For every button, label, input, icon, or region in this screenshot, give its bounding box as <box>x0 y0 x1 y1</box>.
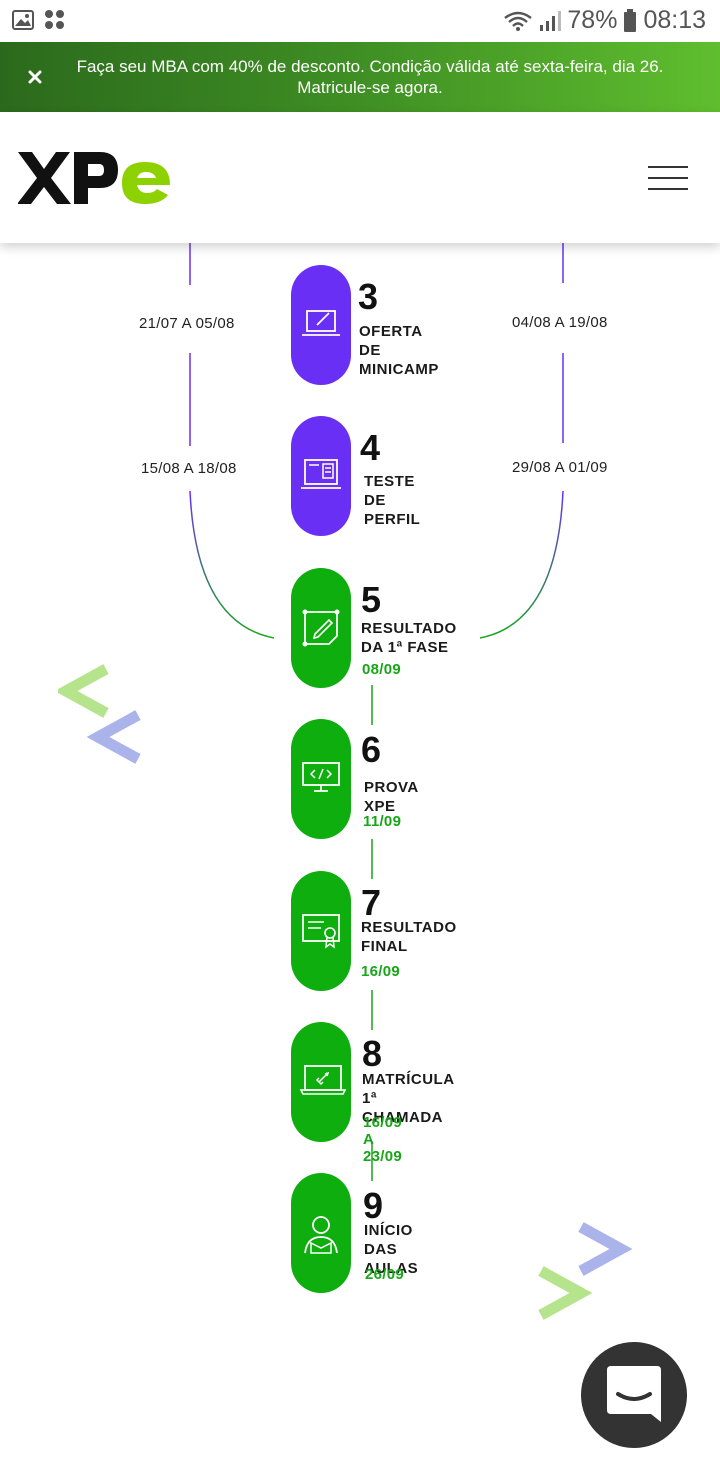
step-number: 7 <box>361 882 382 923</box>
step-label-line: MATRÍCULA <box>362 1071 455 1088</box>
document-screen-icon <box>301 459 341 489</box>
step-label-line: MINICAMP <box>359 361 439 378</box>
step-pill <box>291 568 351 688</box>
step-pill <box>291 265 351 385</box>
step-label-line: FINAL <box>361 938 408 955</box>
step-number: 6 <box>361 729 382 770</box>
image-icon <box>12 10 34 30</box>
step-date: 16/09 <box>361 963 401 980</box>
menu-line <box>648 166 688 168</box>
step-label: RESULTADO FINAL <box>361 918 457 956</box>
step-label-line: PROVA XPE <box>364 779 419 815</box>
step-label: PROVA XPE <box>364 778 418 816</box>
step-label: RESULTADO DA 1ª FASE <box>361 619 457 657</box>
step-label-line: TESTE DE <box>364 473 415 509</box>
branch-date-left-1: 21/07 A 05/08 <box>139 315 235 332</box>
step-label-line: DA 1ª FASE <box>361 639 449 656</box>
status-bar: 78% 08:13 <box>0 0 720 42</box>
step-label-line: PERFIL <box>364 511 421 528</box>
step-pill <box>291 416 351 536</box>
student-icon <box>304 1216 338 1254</box>
battery-percent: 78% <box>567 6 618 34</box>
step-label-line: OFERTA DE <box>359 323 422 359</box>
branch-date-right-2: 29/08 A 01/09 <box>512 459 608 476</box>
code-monitor-icon <box>302 762 340 792</box>
site-header <box>0 112 720 243</box>
wifi-icon <box>504 11 533 31</box>
step-number: 9 <box>363 1185 384 1226</box>
laptop-pen-icon <box>302 310 340 336</box>
step-pill <box>291 719 351 839</box>
chat-icon <box>607 1366 661 1422</box>
menu-line <box>648 177 688 179</box>
step-date: 16/09 A 23/09 <box>363 1114 403 1165</box>
step-label: INÍCIO DAS AULAS <box>364 1221 418 1278</box>
timeline-section: 21/07 A 05/08 04/08 A 19/08 15/08 A 18/0… <box>0 243 720 1480</box>
pencil-note-icon <box>302 609 340 647</box>
certificate-icon <box>302 914 340 949</box>
hamburger-menu-button[interactable] <box>648 164 690 194</box>
branch-date-right-1: 04/08 A 19/08 <box>512 314 608 331</box>
step-pill <box>291 1022 351 1142</box>
step-label-line: AULAS <box>364 1260 419 1277</box>
step-label-line: RESULTADO <box>361 620 457 637</box>
signal-icon <box>540 10 562 31</box>
step-pill <box>291 1173 351 1293</box>
promo-banner: Faça seu MBA com 40% de desconto. Condiç… <box>0 42 720 112</box>
step-date: 11/09 <box>363 813 402 830</box>
battery-icon <box>624 8 637 32</box>
close-icon[interactable] <box>22 64 48 90</box>
step-date: 08/09 <box>362 661 402 678</box>
step-label-line: 1ª CHAMADA <box>362 1090 443 1126</box>
promo-text[interactable]: Faça seu MBA com 40% de desconto. Condiç… <box>60 56 680 98</box>
branch-date-left-2: 15/08 A 18/08 <box>141 460 237 477</box>
chevron-decoration-left <box>58 664 141 764</box>
step-label-line: INÍCIO DAS <box>364 1222 413 1258</box>
step-number: 3 <box>358 276 379 317</box>
timeline-connectors <box>189 243 564 1181</box>
status-right: 78% 08:13 <box>503 6 706 35</box>
step-label-line: RESULTADO <box>361 919 457 936</box>
clock: 08:13 <box>643 6 706 34</box>
menu-line <box>648 188 688 190</box>
promo-text-line1: Faça seu MBA com 40% de desconto. Condiç… <box>76 57 664 76</box>
status-left-icons <box>12 9 66 31</box>
step-label: OFERTA DE MINICAMP <box>359 322 439 379</box>
step-date: 26/09 <box>365 1266 405 1283</box>
chevron-decoration-right <box>538 1222 633 1320</box>
xpe-logo[interactable] <box>18 150 178 206</box>
chat-launcher-button[interactable] <box>581 1342 687 1448</box>
promo-text-line2: Matricule-se agora. <box>297 78 443 97</box>
rocket-board-icon <box>299 1065 347 1095</box>
step-pill <box>291 871 351 991</box>
step-number: 4 <box>360 427 381 468</box>
step-number: 5 <box>361 579 382 620</box>
step-label: TESTE DE PERFIL <box>364 472 420 529</box>
step-number: 8 <box>362 1033 383 1074</box>
apps-icon <box>45 10 64 29</box>
step-label: MATRÍCULA 1ª CHAMADA <box>362 1070 455 1127</box>
